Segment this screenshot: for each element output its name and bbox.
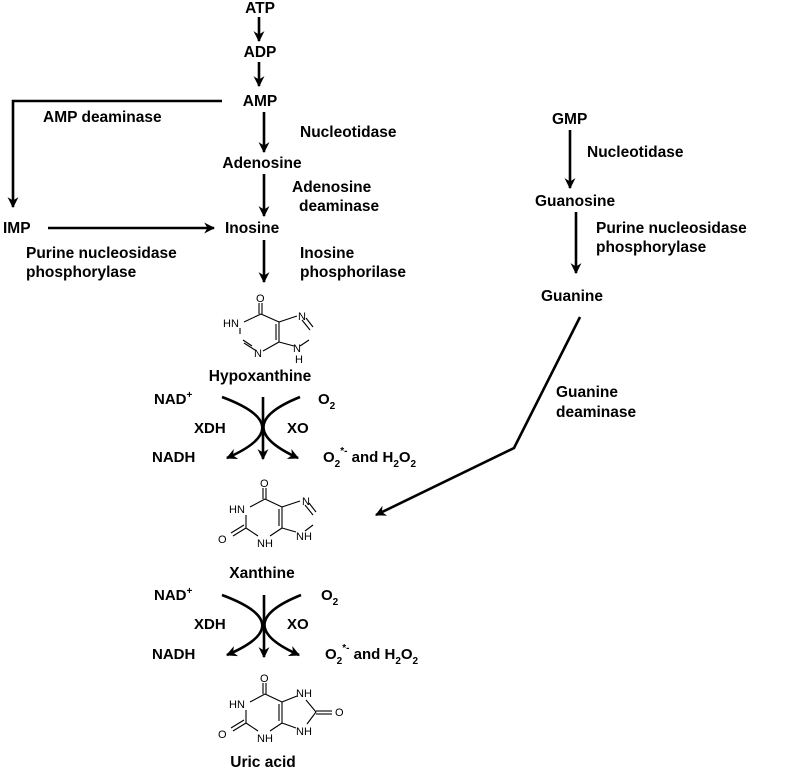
xanthine-oxygen-top: O: [260, 478, 269, 490]
xdh-curve-1: [221, 395, 264, 460]
nad-plus-2: NAD+: [154, 586, 193, 604]
o2-label-2: O2: [321, 587, 339, 608]
xanthine-oxygen-left: O: [218, 534, 227, 546]
xanthine-label: Xanthine: [229, 565, 295, 582]
superoxide-peroxide-label-1: O2*- and H2O2: [323, 446, 417, 470]
o2-label-1: O2: [318, 391, 336, 412]
xdh-label-2: XDH: [194, 616, 226, 633]
gmp-label: GMP: [552, 111, 587, 128]
uric-acid-nh-right: NH: [296, 726, 312, 738]
xanthine-nh-right: NH: [296, 531, 312, 543]
adenosine-deaminase-label-1: Adenosine: [292, 179, 372, 196]
pnp-left-label-2: phosphorylase: [26, 264, 137, 281]
xo-label-2: XO: [287, 616, 309, 633]
nucleotidase-left-label: Nucleotidase: [300, 124, 397, 141]
guanine-deaminase-label-1: Guanine: [556, 384, 618, 401]
hypoxanthine-oxygen: O: [256, 293, 265, 305]
pnp-right-label-1: Purine nucleosidase: [596, 220, 747, 237]
xanthine-nh-bottom: NH: [257, 538, 273, 550]
xo-label-1: XO: [287, 420, 309, 437]
hypoxanthine-n9: N: [293, 343, 301, 355]
uric-acid-oxygen-right: O: [335, 707, 344, 719]
adenosine-deaminase-label-2: deaminase: [299, 198, 380, 215]
nadh-label-1: NADH: [152, 449, 195, 466]
guanosine-label: Guanosine: [535, 193, 615, 210]
nucleotidase-right-label: Nucleotidase: [587, 144, 684, 161]
xdh-curve-2: [221, 593, 264, 657]
inosine-phos-label-2: phosphorilase: [300, 264, 406, 281]
inosine-phos-label-1: Inosine: [300, 245, 355, 262]
xanthine-structure: O HN O NH N NH: [218, 478, 317, 550]
uric-acid-label: Uric acid: [230, 754, 295, 769]
adp-label: ADP: [244, 44, 277, 61]
arrow-amp-imp: [7, 99, 222, 209]
pnp-left-label-1: Purine nucleosidase: [26, 245, 177, 262]
hypoxanthine-label: Hypoxanthine: [209, 368, 312, 385]
hypoxanthine-h: H: [295, 354, 303, 366]
xdh-label-1: XDH: [194, 420, 226, 437]
uric-acid-oxygen-left: O: [218, 729, 227, 741]
amp-label: AMP: [243, 93, 277, 110]
uric-acid-hn: HN: [229, 699, 245, 711]
pnp-right-label-2: phosphorylase: [596, 239, 707, 256]
uric-acid-nh-bottom: NH: [257, 733, 273, 745]
hypoxanthine-n7: N: [298, 311, 306, 323]
nadh-label-2: NADH: [152, 646, 195, 663]
imp-label: IMP: [3, 220, 31, 237]
xanthine-hn: HN: [229, 504, 245, 516]
atp-label: ATP: [245, 0, 275, 17]
amp-deaminase-label: AMP deaminase: [43, 109, 162, 126]
hypoxanthine-hn: HN: [223, 318, 239, 330]
hypoxanthine-structure: O HN N N N H: [223, 293, 314, 366]
guanine-label: Guanine: [541, 288, 603, 305]
uric-acid-nh-top: NH: [296, 688, 312, 700]
arrow-guanine-xanthine: [375, 316, 582, 517]
inosine-label: Inosine: [225, 220, 280, 237]
adenosine-label: Adenosine: [222, 155, 302, 172]
guanine-deaminase-label-2: deaminase: [556, 404, 637, 421]
nad-plus-1: NAD+: [154, 390, 193, 408]
hypoxanthine-n3: N: [254, 348, 262, 360]
uric-acid-structure: O HN O NH NH NH O: [218, 673, 344, 745]
xanthine-n7: N: [302, 496, 310, 508]
uric-acid-oxygen-top: O: [260, 673, 269, 685]
superoxide-peroxide-label-2: O2*- and H2O2: [325, 643, 419, 667]
